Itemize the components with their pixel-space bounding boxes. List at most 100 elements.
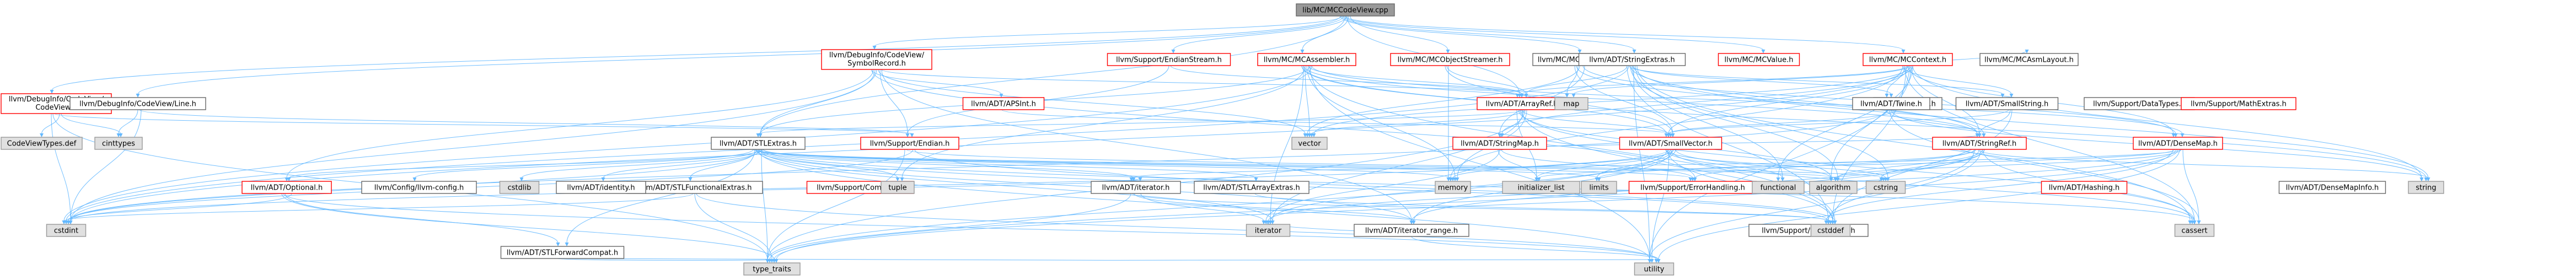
include-edge (1340, 15, 1580, 51)
node-llvm-adt-apsint-h[interactable]: llvm/ADT/APSInt.h (962, 97, 1045, 110)
node-lib-mc-mccodeview-cpp[interactable]: lib/MC/MCCodeView.cpp (1296, 3, 1395, 17)
node-llvm-adt-optional-h[interactable]: llvm/ADT/Optional.h (242, 181, 332, 194)
include-edge (1635, 65, 1838, 179)
node-llvm-adt-arrayref-h[interactable]: llvm/ADT/ArrayRef.h (1477, 97, 1567, 110)
edge-layer (40, 15, 2430, 263)
node-llvm-debuginfo-codeview-line-h[interactable]: llvm/DebugInfo/CodeView/Line.h (69, 97, 206, 110)
include-edge (1498, 149, 1537, 179)
node-label: llvm/ADT/DenseMapInfo.h (2286, 184, 2379, 192)
node-label: llvm/ADT/STLForwardCompat.h (507, 249, 618, 257)
node-llvm-support-mathextras-h[interactable]: llvm/Support/MathExtras.h (2181, 97, 2296, 110)
node-label: llvm/MC/MCContext.h (1869, 56, 1946, 64)
node-iterator: iterator (1246, 224, 1291, 237)
node-llvm-adt-smallvector-h[interactable]: llvm/ADT/SmallVector.h (1619, 137, 1722, 150)
include-edge (1889, 109, 2199, 222)
node-label: llvm/ADT/APSInt.h (971, 100, 1036, 109)
node-box (1194, 181, 1310, 194)
node-label: cstddef (1817, 227, 1844, 235)
edge-arrowhead (1833, 220, 1837, 224)
node-box (821, 49, 932, 70)
edge-arrowhead (1690, 177, 1695, 181)
node-label: llvm/MC/MCObjectStreamer.h (1398, 56, 1503, 64)
node-llvm-adt-stlforwardcompat-h[interactable]: llvm/ADT/STLForwardCompat.h (500, 246, 625, 259)
node-llvm-adt-iterator-range-h[interactable]: llvm/ADT/iterator_range.h (1354, 224, 1469, 237)
include-edge (754, 149, 1691, 179)
edge-arrowhead (1312, 133, 1316, 137)
include-edge (1308, 65, 1522, 95)
include-edge (1694, 149, 1975, 179)
include-edge (1665, 149, 1783, 179)
node-cassert: cassert (2174, 224, 2215, 237)
node-box (500, 246, 625, 259)
node-llvm-support-datatypes-h[interactable]: llvm/Support/DataTypes.h (2084, 97, 2195, 110)
node-llvm-adt-stlextras-h[interactable]: llvm/ADT/STLExtras.h (711, 137, 806, 150)
node-label: llvm/ADT/STLExtras.h (720, 140, 797, 148)
node-llvm-adt-densemapinfo-h[interactable]: llvm/ADT/DenseMapInfo.h (2278, 181, 2386, 194)
include-edge (1831, 65, 1912, 179)
include-edge (1131, 149, 2182, 179)
node-llvm-adt-stringref-h[interactable]: llvm/ADT/StringRef.h (1932, 137, 2027, 150)
edge-arrowhead (895, 177, 900, 181)
node-llvm-mc-mcassembler-h[interactable]: llvm/MC/MCAssembler.h (1257, 53, 1356, 66)
node-llvm-debuginfo-codeview-symbolrecord-h[interactable]: llvm/DebugInfo/CodeView/SymbolRecord.h (821, 49, 932, 70)
include-edge (901, 65, 1306, 179)
include-edge (557, 258, 777, 261)
node-box (1390, 53, 1510, 66)
node-llvm-adt-stlfunctionalextras-h[interactable]: llvm/ADT/STLFunctionalExtras.h (626, 181, 763, 194)
node-box (1932, 137, 2027, 150)
node-llvm-adt-smallstring-h[interactable]: llvm/ADT/SmallString.h (1955, 97, 2059, 110)
node-llvm-adt-iterator-h[interactable]: llvm/ADT/iterator.h (1091, 181, 1181, 194)
node-label: llvm/MC/MCAssembler.h (1264, 56, 1350, 64)
node-llvm-adt-stlarrayextras-h[interactable]: llvm/ADT/STLArrayExtras.h (1194, 181, 1310, 194)
include-edge (1904, 65, 2195, 222)
node-label: cinttypes (102, 140, 135, 148)
node-llvm-config-llvm-config-h[interactable]: llvm/Config/llvm-config.h (361, 181, 477, 194)
include-edge (760, 15, 1346, 134)
node-box (1107, 53, 1231, 66)
node-box (2041, 181, 2128, 194)
node-llvm-adt-stringmap-h[interactable]: llvm/ADT/StringMap.h (1452, 137, 1547, 150)
node-utility: utility (1634, 262, 1675, 276)
node-tuple: tuple (881, 181, 915, 194)
include-edge (1632, 65, 1783, 179)
include-edge (758, 109, 1524, 134)
edge-arrowhead (910, 133, 914, 137)
edge-arrowhead (1268, 220, 1273, 224)
node-box (1979, 53, 2079, 66)
node-llvm-support-endianstream-h[interactable]: llvm/Support/EndianStream.h (1107, 53, 1231, 66)
node-box (1634, 262, 1675, 276)
node-llvm-mc-mcvalue-h[interactable]: llvm/MC/MCValue.h (1718, 53, 1800, 66)
node-cstdlib: cstdlib (499, 181, 540, 194)
node-llvm-mc-mcobjectstreamer-h[interactable]: llvm/MC/MCObjectStreamer.h (1390, 53, 1510, 66)
node-llvm-support-errorhandling-h[interactable]: llvm/Support/ErrorHandling.h (1628, 181, 1757, 194)
include-edge (1001, 109, 1671, 134)
include-edge (1521, 109, 1669, 134)
node-llvm-adt-hashing-h[interactable]: llvm/ADT/Hashing.h (2041, 181, 2128, 194)
include-edge (1132, 193, 1831, 222)
node-box (1809, 181, 1858, 194)
node-llvm-adt-identity-h[interactable]: llvm/ADT/identity.h (556, 181, 646, 194)
node-llvm-support-endian-h[interactable]: llvm/Support/Endian.h (860, 137, 959, 150)
edge-arrowhead (1829, 177, 1833, 181)
node-box (2133, 137, 2223, 150)
include-edge (63, 193, 694, 222)
edge-arrowhead (556, 243, 560, 246)
node-llvm-adt-densemap-h[interactable]: llvm/ADT/DenseMap.h (2133, 137, 2223, 150)
edge-arrowhead (2197, 220, 2201, 224)
node-label: string (2416, 184, 2436, 192)
include-edge (1668, 109, 1897, 134)
edge-arrowhead (1826, 220, 1831, 224)
edge-arrowhead (2009, 94, 2014, 98)
edge-arrowhead (2424, 177, 2428, 181)
include-edge (68, 149, 914, 222)
node-label: llvm/ADT/StringExtras.h (1589, 56, 1675, 64)
edge-arrowhead (519, 177, 524, 181)
node-llvm-mc-mcasmlayout-h[interactable]: llvm/MC/MCAsmLayout.h (1979, 53, 2079, 66)
node-llvm-adt-twine-h[interactable]: llvm/ADT/Twine.h (1852, 97, 1930, 110)
node-llvm-mc-mccontext-h[interactable]: llvm/MC/MCContext.h (1863, 53, 1953, 66)
node-box (1554, 97, 1588, 110)
edge-arrowhead (116, 133, 121, 137)
include-edge (1668, 65, 1910, 134)
node-llvm-adt-stringextras-h[interactable]: llvm/ADT/StringExtras.h (1578, 53, 1686, 66)
include-edge (51, 15, 1341, 91)
